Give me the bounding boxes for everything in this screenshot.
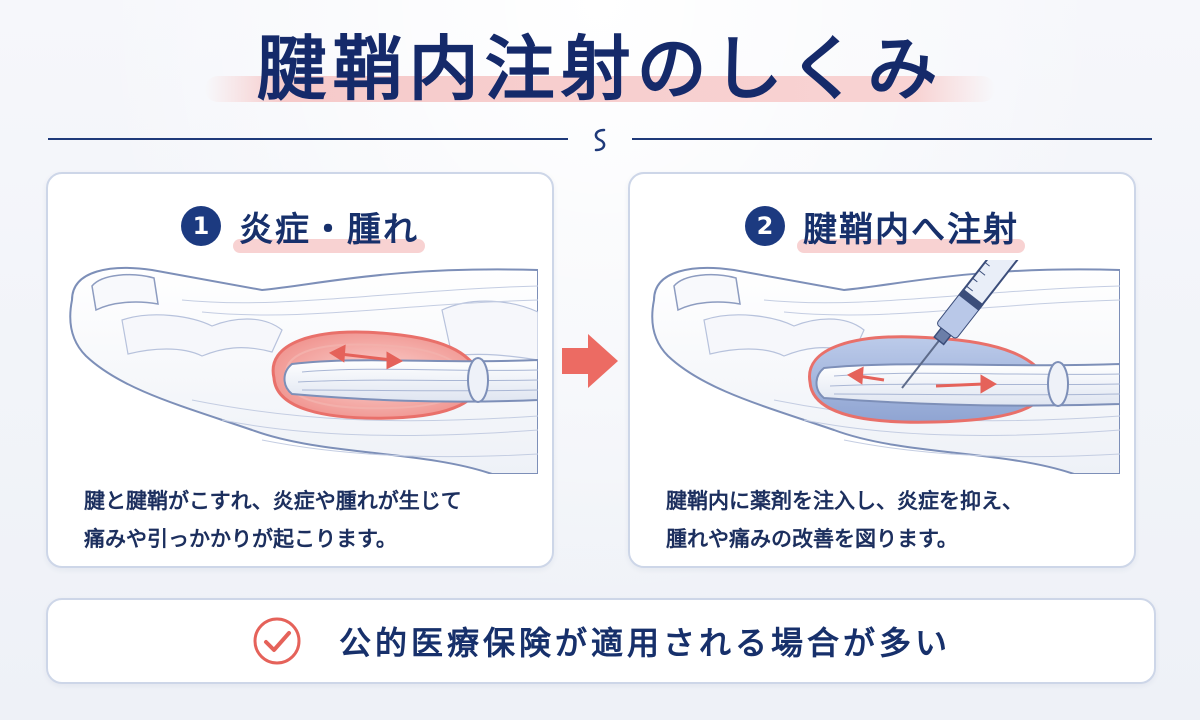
- step-header: 1 炎症・腫れ: [48, 196, 552, 256]
- check-circle-icon: [253, 617, 301, 665]
- tissue-fibers: [181, 285, 538, 458]
- step-caption: 腱鞘内に薬剤を注入し、炎症を抑え、 腫れや痛みの改善を図ります。: [666, 482, 1106, 558]
- knuckle-outline: [441, 300, 538, 361]
- step-header: 2 腱鞘内へ注射: [630, 196, 1134, 256]
- caption-line: 痛みや引っかかりが起こります。: [84, 527, 397, 551]
- step-title-wrap: 腱鞘内へ注射: [797, 202, 1025, 253]
- medicine-flow-right-icon: [935, 374, 997, 394]
- step-number-badge: 1: [181, 206, 221, 246]
- injection-illustration: [651, 260, 1120, 474]
- tissue-fibers: [763, 285, 1120, 458]
- step-number-badge: 2: [745, 206, 785, 246]
- step-title-wrap: 炎症・腫れ: [233, 202, 425, 253]
- title-block: 腱鞘内注射のしくみ: [0, 14, 1200, 124]
- step-panel-inflammation: 1 炎症・腫れ: [46, 172, 554, 568]
- bone-outline: [121, 314, 283, 357]
- syringe-icon: [901, 260, 1024, 389]
- fingernail: [673, 273, 741, 312]
- step-title: 炎症・腫れ: [239, 209, 419, 250]
- friction-arrow-icon: [328, 344, 404, 370]
- page-title: 腱鞘内注射のしくみ: [256, 28, 944, 110]
- title-divider-right: [632, 138, 1152, 140]
- fingernail: [91, 273, 159, 312]
- step-title: 腱鞘内へ注射: [803, 209, 1019, 250]
- medicine-flow-left-icon: [846, 366, 885, 385]
- inflamed-tendon-illustration: [69, 266, 538, 474]
- arrow-right-icon: [562, 334, 618, 388]
- tendon-end: [1047, 361, 1069, 407]
- divider-ornament-icon: [594, 128, 606, 152]
- caption-line: 腱と腱鞘がこすれ、炎症や腫れが生じて: [84, 489, 462, 513]
- insurance-banner: 公的医療保険が適用される場合が多い: [46, 598, 1156, 684]
- caption-line: 腱鞘内に薬剤を注入し、炎症を抑え、: [666, 489, 1023, 513]
- step-panel-injection: 2 腱鞘内へ注射: [628, 172, 1136, 568]
- banner-text: 公的医療保険が適用される場合が多い: [338, 624, 951, 662]
- tendon-end: [467, 357, 489, 403]
- caption-line: 腫れや痛みの改善を図ります。: [666, 527, 958, 551]
- title-divider-left: [48, 138, 568, 140]
- title-highlight: [205, 76, 995, 102]
- step-caption: 腱と腱鞘がこすれ、炎症や腫れが生じて 痛みや引っかかりが起こります。: [84, 482, 524, 558]
